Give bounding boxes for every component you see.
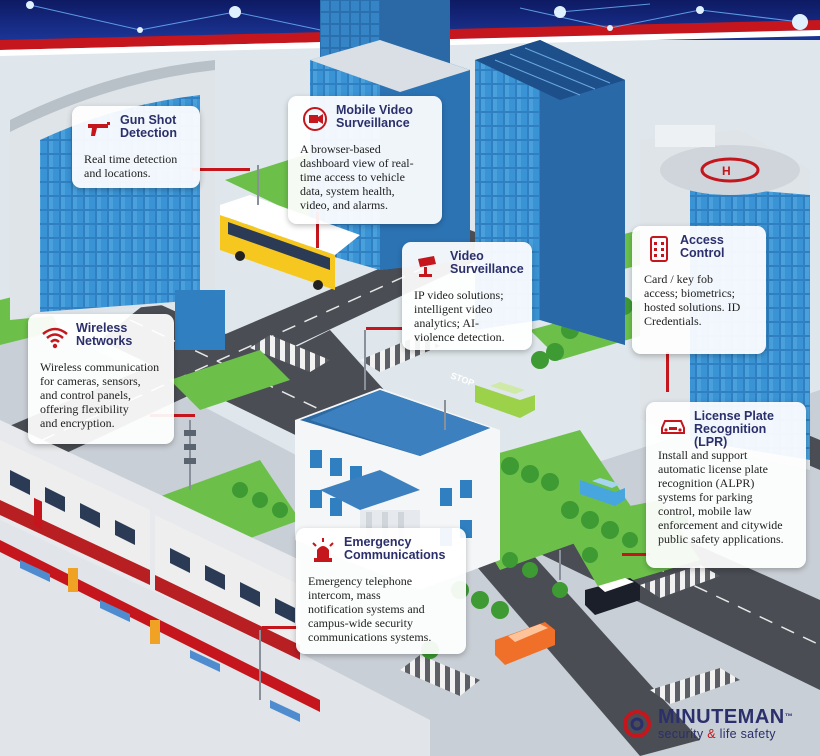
- ticket-machines: [68, 568, 160, 644]
- access-description: Card / key fob access; biometrics; hoste…: [644, 272, 741, 328]
- gun-icon: [88, 122, 110, 136]
- license-plate-recognition-card: License Plate Recognition (LPR) Install …: [646, 402, 806, 568]
- emergency-title: Emergency Communications: [344, 535, 446, 562]
- brand-tagline-a: security: [658, 727, 704, 741]
- mobile-camera-icon: [303, 107, 327, 131]
- brand-trademark: ™: [784, 712, 794, 721]
- minuteman-swirl-icon: [623, 710, 651, 738]
- gunshot-title: Gun Shot Detection: [120, 113, 177, 140]
- lpr-connector: [622, 553, 650, 556]
- brand-name: MINUTEMAN: [658, 706, 785, 728]
- emergency-connector: [262, 626, 298, 629]
- mobile-video-connector: [316, 212, 319, 248]
- mobile-video-title: Mobile Video Surveillance: [336, 103, 413, 130]
- video-description: IP video solutions; intelligent video an…: [414, 288, 505, 344]
- video-title: Video Surveillance: [450, 249, 524, 276]
- car-icon: [661, 420, 685, 434]
- gunshot-description: Real time detection and locations.: [84, 152, 178, 180]
- video-connector: [366, 327, 402, 330]
- wifi-icon: [42, 327, 68, 349]
- minuteman-logo: MINUTEMAN™ security & life safety: [622, 702, 812, 746]
- curved-glass-tower: [10, 60, 225, 350]
- emergency-communications-card: Emergency Communications Emergency telep…: [296, 528, 466, 654]
- access-control-card: Access Control Card / key fob access; bi…: [632, 226, 766, 354]
- wireless-networks-card: Wireless Networks Wireless communication…: [28, 314, 174, 444]
- svg-text:H: H: [722, 164, 731, 178]
- mobile-video-description: A browser-based dashboard view of real- …: [300, 142, 414, 212]
- access-connector: [666, 352, 669, 392]
- lpr-description: Install and support automatic license pl…: [658, 448, 784, 546]
- brand-tagline-amp: &: [707, 727, 716, 741]
- emergency-description: Emergency telephone intercom, mass notif…: [308, 574, 432, 644]
- keypad-icon: [650, 236, 668, 262]
- gunshot-detection-card: Gun Shot Detection Real time detection a…: [72, 106, 200, 188]
- siren-icon: [312, 538, 334, 562]
- road-stop-text: STOP: [449, 370, 475, 388]
- platform-benches: [20, 560, 300, 722]
- train-station: [0, 420, 430, 756]
- mobile-video-surveillance-card: Mobile Video Surveillance A browser-base…: [288, 96, 442, 224]
- cctv-camera-icon: [418, 256, 436, 277]
- cars: [475, 382, 640, 665]
- wireless-description: Wireless communication for cameras, sens…: [40, 360, 160, 430]
- brand-tagline-b: life safety: [719, 727, 776, 741]
- wireless-title: Wireless Networks: [76, 321, 133, 348]
- lpr-title: License Plate Recognition (LPR): [694, 409, 774, 449]
- video-surveillance-card: Video Surveillance IP video solutions; i…: [402, 242, 532, 350]
- access-title: Access Control: [680, 233, 725, 260]
- city-bus: [220, 195, 360, 290]
- cell-tower: [184, 430, 196, 464]
- train: [0, 440, 300, 660]
- gunshot-connector: [192, 168, 250, 171]
